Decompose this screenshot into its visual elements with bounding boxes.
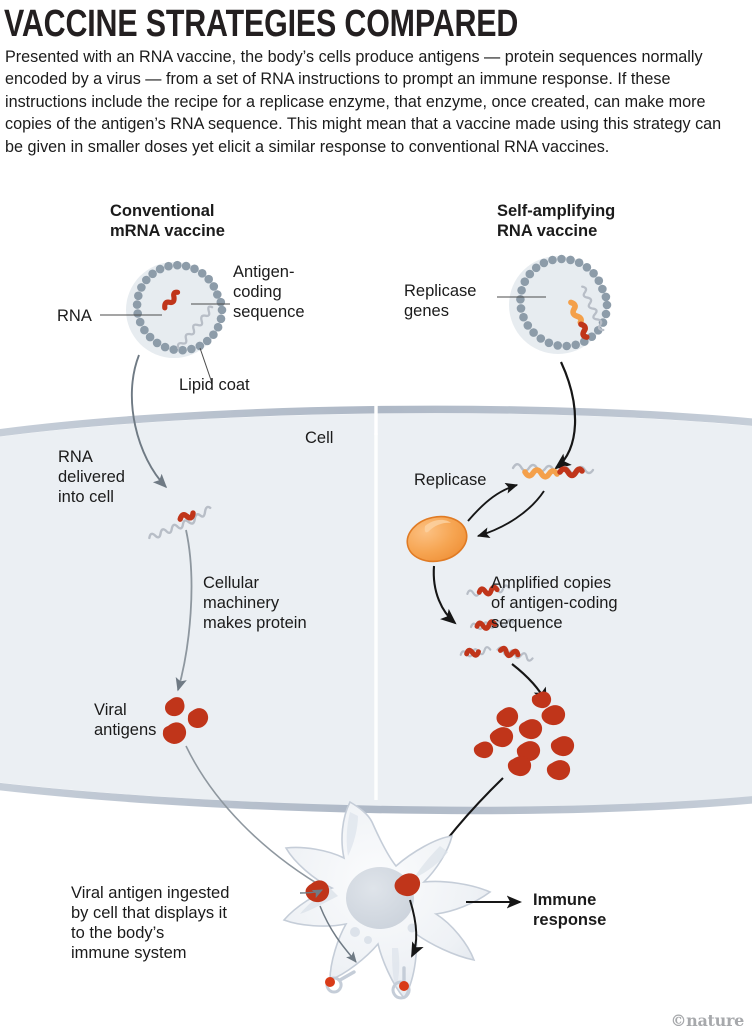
arrow-rna-to-replicase — [476, 490, 545, 539]
delivered-rna-left — [148, 505, 212, 540]
rna-strand — [581, 285, 605, 332]
label-rna: RNA — [57, 307, 92, 325]
rna-strand — [176, 305, 214, 350]
dendritic-cell — [282, 800, 492, 1000]
label-replicase: Replicase — [414, 471, 487, 489]
antigen-coding-segment — [578, 321, 590, 340]
host-cell — [0, 405, 752, 815]
nature-credit: ©nature — [670, 1011, 744, 1030]
antigen-in-cell-right — [394, 873, 421, 897]
arrow-rna-into-cell-left — [130, 354, 168, 489]
replicase-genes-segment — [568, 299, 584, 326]
lipid-coat-beads — [516, 254, 612, 351]
mhc-presentation-right — [391, 966, 411, 1000]
self-amplifying-lipid-nanoparticle — [509, 254, 612, 354]
viral-antigens-right — [473, 691, 575, 781]
leader-lines-left — [100, 303, 230, 384]
amplified-rna-copies — [459, 584, 534, 662]
mhc-presentation-left — [325, 970, 356, 994]
arrow-cellular-machinery — [175, 529, 193, 692]
leader-ingest — [299, 889, 324, 899]
page-title: VACCINE STRATEGIES COMPARED — [4, 3, 519, 45]
replicase-enzyme — [406, 515, 468, 563]
arrow-replicase-to-rna — [467, 482, 519, 522]
arrow-replicase-to-copies — [432, 565, 457, 625]
label-lipid-coat: Lipid coat — [179, 376, 250, 394]
viral-antigens-left — [162, 697, 209, 744]
lipid-coat-beads — [132, 260, 227, 355]
antigen-coding-segment — [162, 289, 181, 311]
standfirst-paragraph: Presented with an RNA vaccine, the body’… — [5, 47, 722, 156]
delivered-rna-right — [511, 463, 595, 480]
arrow-left-to-dendritic — [185, 745, 330, 891]
conventional-lipid-nanoparticle — [126, 260, 227, 358]
arrow-rna-into-cell-right — [554, 361, 577, 470]
label-cell: Cell — [305, 429, 334, 447]
